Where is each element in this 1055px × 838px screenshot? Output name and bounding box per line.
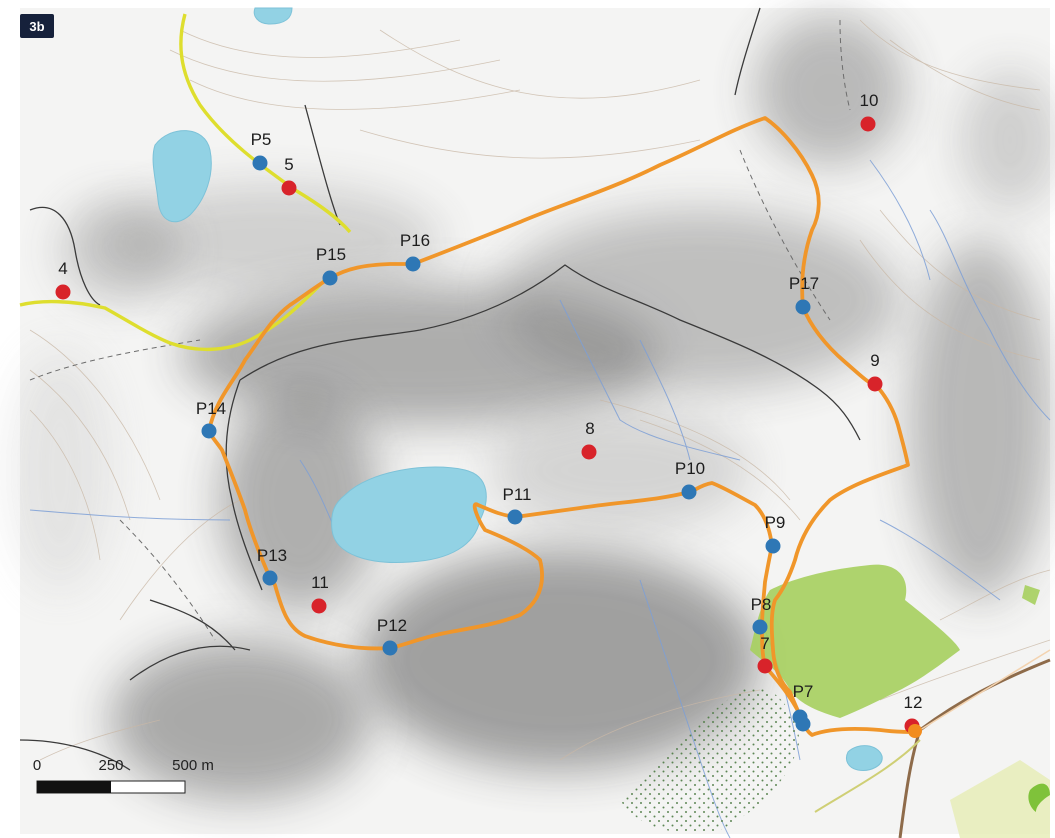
site-11-marker[interactable] [311,598,327,614]
waypoint-p14-marker[interactable] [201,423,217,439]
waypoint-p10-label: P10 [675,459,705,478]
terrain-shading [10,15,1055,800]
waypoint-p12-label: P12 [377,616,407,635]
site-4-marker[interactable] [55,284,71,300]
figure-badge-text: 3b [29,19,44,34]
site-7-label: 7 [760,634,769,653]
site-9-marker[interactable] [867,376,883,392]
boundary-line [19,13,352,352]
forest-area [620,564,1050,838]
waypoint-p16-label: P16 [400,231,430,250]
site-9-label: 9 [870,351,879,370]
waypoint-p16-marker[interactable] [405,256,421,272]
site-8-label: 8 [585,419,594,438]
waypoint-p17-label: P17 [789,274,819,293]
scale-label-0: 0 [33,757,41,774]
site-markers: 4 5 7 8 9 10 11 12 [55,91,923,738]
contour-lines [29,19,1051,761]
scale-label-250: 250 [98,757,123,774]
water-bodies [152,7,883,771]
waypoint-p11-label: P11 [503,485,532,504]
waypoint-p13-marker[interactable] [262,570,278,586]
waypoint-p15-label: P15 [316,245,346,264]
scale-bar: 0 250 500 m [33,757,214,794]
site-12-orange-marker[interactable] [908,724,922,738]
site-4-label: 4 [58,259,67,278]
ridge-lines [19,7,861,771]
roads [814,649,1051,838]
figure-badge: 3b [20,14,54,38]
waypoint-p8-label: P8 [751,595,772,614]
waypoint-p11-marker[interactable] [507,509,523,525]
scale-label-500: 500 m [172,757,214,774]
site-10-label: 10 [860,91,879,110]
waypoint-p10-marker[interactable] [681,484,697,500]
site-7-marker[interactable] [757,658,773,674]
waypoint-p8-marker[interactable] [752,619,768,635]
site-12-label: 12 [904,693,923,712]
site-5-label: 5 [284,155,293,174]
waypoint-p12-marker[interactable] [382,640,398,656]
waypoint-p7-label: P7 [793,682,814,701]
waypoint-p17-marker[interactable] [795,299,811,315]
site-11-label: 11 [311,573,329,592]
dashed-tracks [29,19,851,641]
waypoint-p15-marker[interactable] [322,270,338,286]
site-5-marker[interactable] [281,180,297,196]
waypoint-p9-marker[interactable] [765,538,781,554]
waypoint-p14-label: P14 [196,399,226,418]
site-8-marker[interactable] [581,444,597,460]
waypoint-p13-label: P13 [257,546,287,565]
waypoint-p7-marker-2[interactable] [795,716,811,732]
waypoint-p5-label: P5 [251,130,272,149]
site-10-marker[interactable] [860,116,876,132]
waypoint-p5-marker[interactable] [252,155,268,171]
route-points: P5 P7 P8 P9 P10 P11 P12 P13 P14 P15 P16 … [196,130,819,732]
waypoint-p9-label: P9 [765,513,786,532]
